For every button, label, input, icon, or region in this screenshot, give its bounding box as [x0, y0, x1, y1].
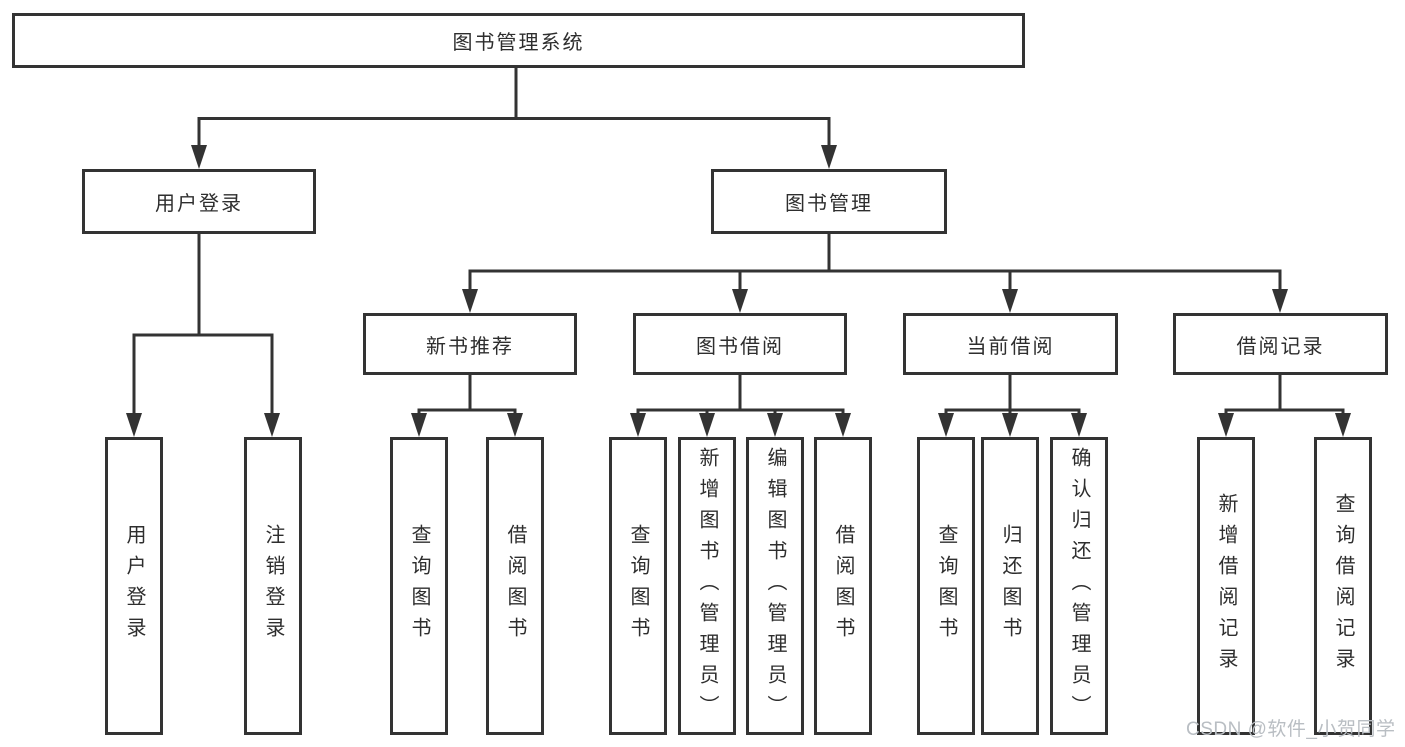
node-label: 借阅图书: [832, 524, 854, 648]
node-label: 归还图书: [999, 524, 1021, 648]
leaf-nb-borrow-books: 借阅图书: [486, 437, 544, 735]
node-label: 新增借阅记录: [1215, 493, 1237, 679]
leaf-cb-confirm-return-admin: 确认归还（管理员）: [1050, 437, 1108, 735]
leaf-bb-borrow-books: 借阅图书: [814, 437, 872, 735]
watermark: CSDN @软件_小贺同学: [1186, 719, 1396, 740]
leaf-nb-query-books: 查询图书: [390, 437, 448, 735]
node-book-borrowing: 图书借阅: [633, 313, 847, 375]
node-new-book-recommend: 新书推荐: [363, 313, 577, 375]
node-label: 查询图书: [408, 524, 430, 648]
leaf-cb-return-books: 归还图书: [981, 437, 1039, 735]
node-borrowing-records: 借阅记录: [1173, 313, 1388, 375]
leaf-br-query-record: 查询借阅记录: [1314, 437, 1372, 735]
node-label: 借阅记录: [1236, 335, 1325, 358]
leaf-bb-edit-books-admin: 编辑图书（管理员）: [746, 437, 804, 735]
leaf-bb-add-books-admin: 新增图书（管理员）: [678, 437, 736, 735]
node-label: 图书管理系统: [452, 32, 585, 54]
leaf-cb-query-books: 查询图书: [917, 437, 975, 735]
node-label: 图书借阅: [696, 335, 784, 358]
node-label: 用户登录: [155, 193, 243, 215]
node-label: 查询借阅记录: [1332, 493, 1354, 679]
node-book-management: 图书管理: [711, 169, 947, 234]
leaf-bb-query-books: 查询图书: [609, 437, 667, 735]
node-label: 编辑图书（管理员）: [764, 446, 786, 726]
node-label: 新书推荐: [426, 335, 514, 358]
node-library-system: 图书管理系统: [12, 13, 1025, 68]
node-label: 确认归还（管理员）: [1068, 446, 1090, 726]
leaf-logout: 注销登录: [244, 437, 302, 735]
leaf-br-add-record: 新增借阅记录: [1197, 437, 1255, 735]
node-label: 查询图书: [627, 524, 649, 648]
node-label: 注销登录: [262, 524, 284, 648]
node-label: 当前借阅: [966, 335, 1055, 358]
node-label: 新增图书（管理员）: [696, 446, 718, 726]
node-label: 借阅图书: [504, 524, 526, 648]
node-user-login: 用户登录: [82, 169, 316, 234]
node-label: 图书管理: [785, 193, 873, 215]
node-label: 查询图书: [935, 524, 957, 648]
leaf-user-login: 用户登录: [105, 437, 163, 735]
node-label: 用户登录: [123, 524, 145, 648]
node-current-borrowing: 当前借阅: [903, 313, 1118, 375]
